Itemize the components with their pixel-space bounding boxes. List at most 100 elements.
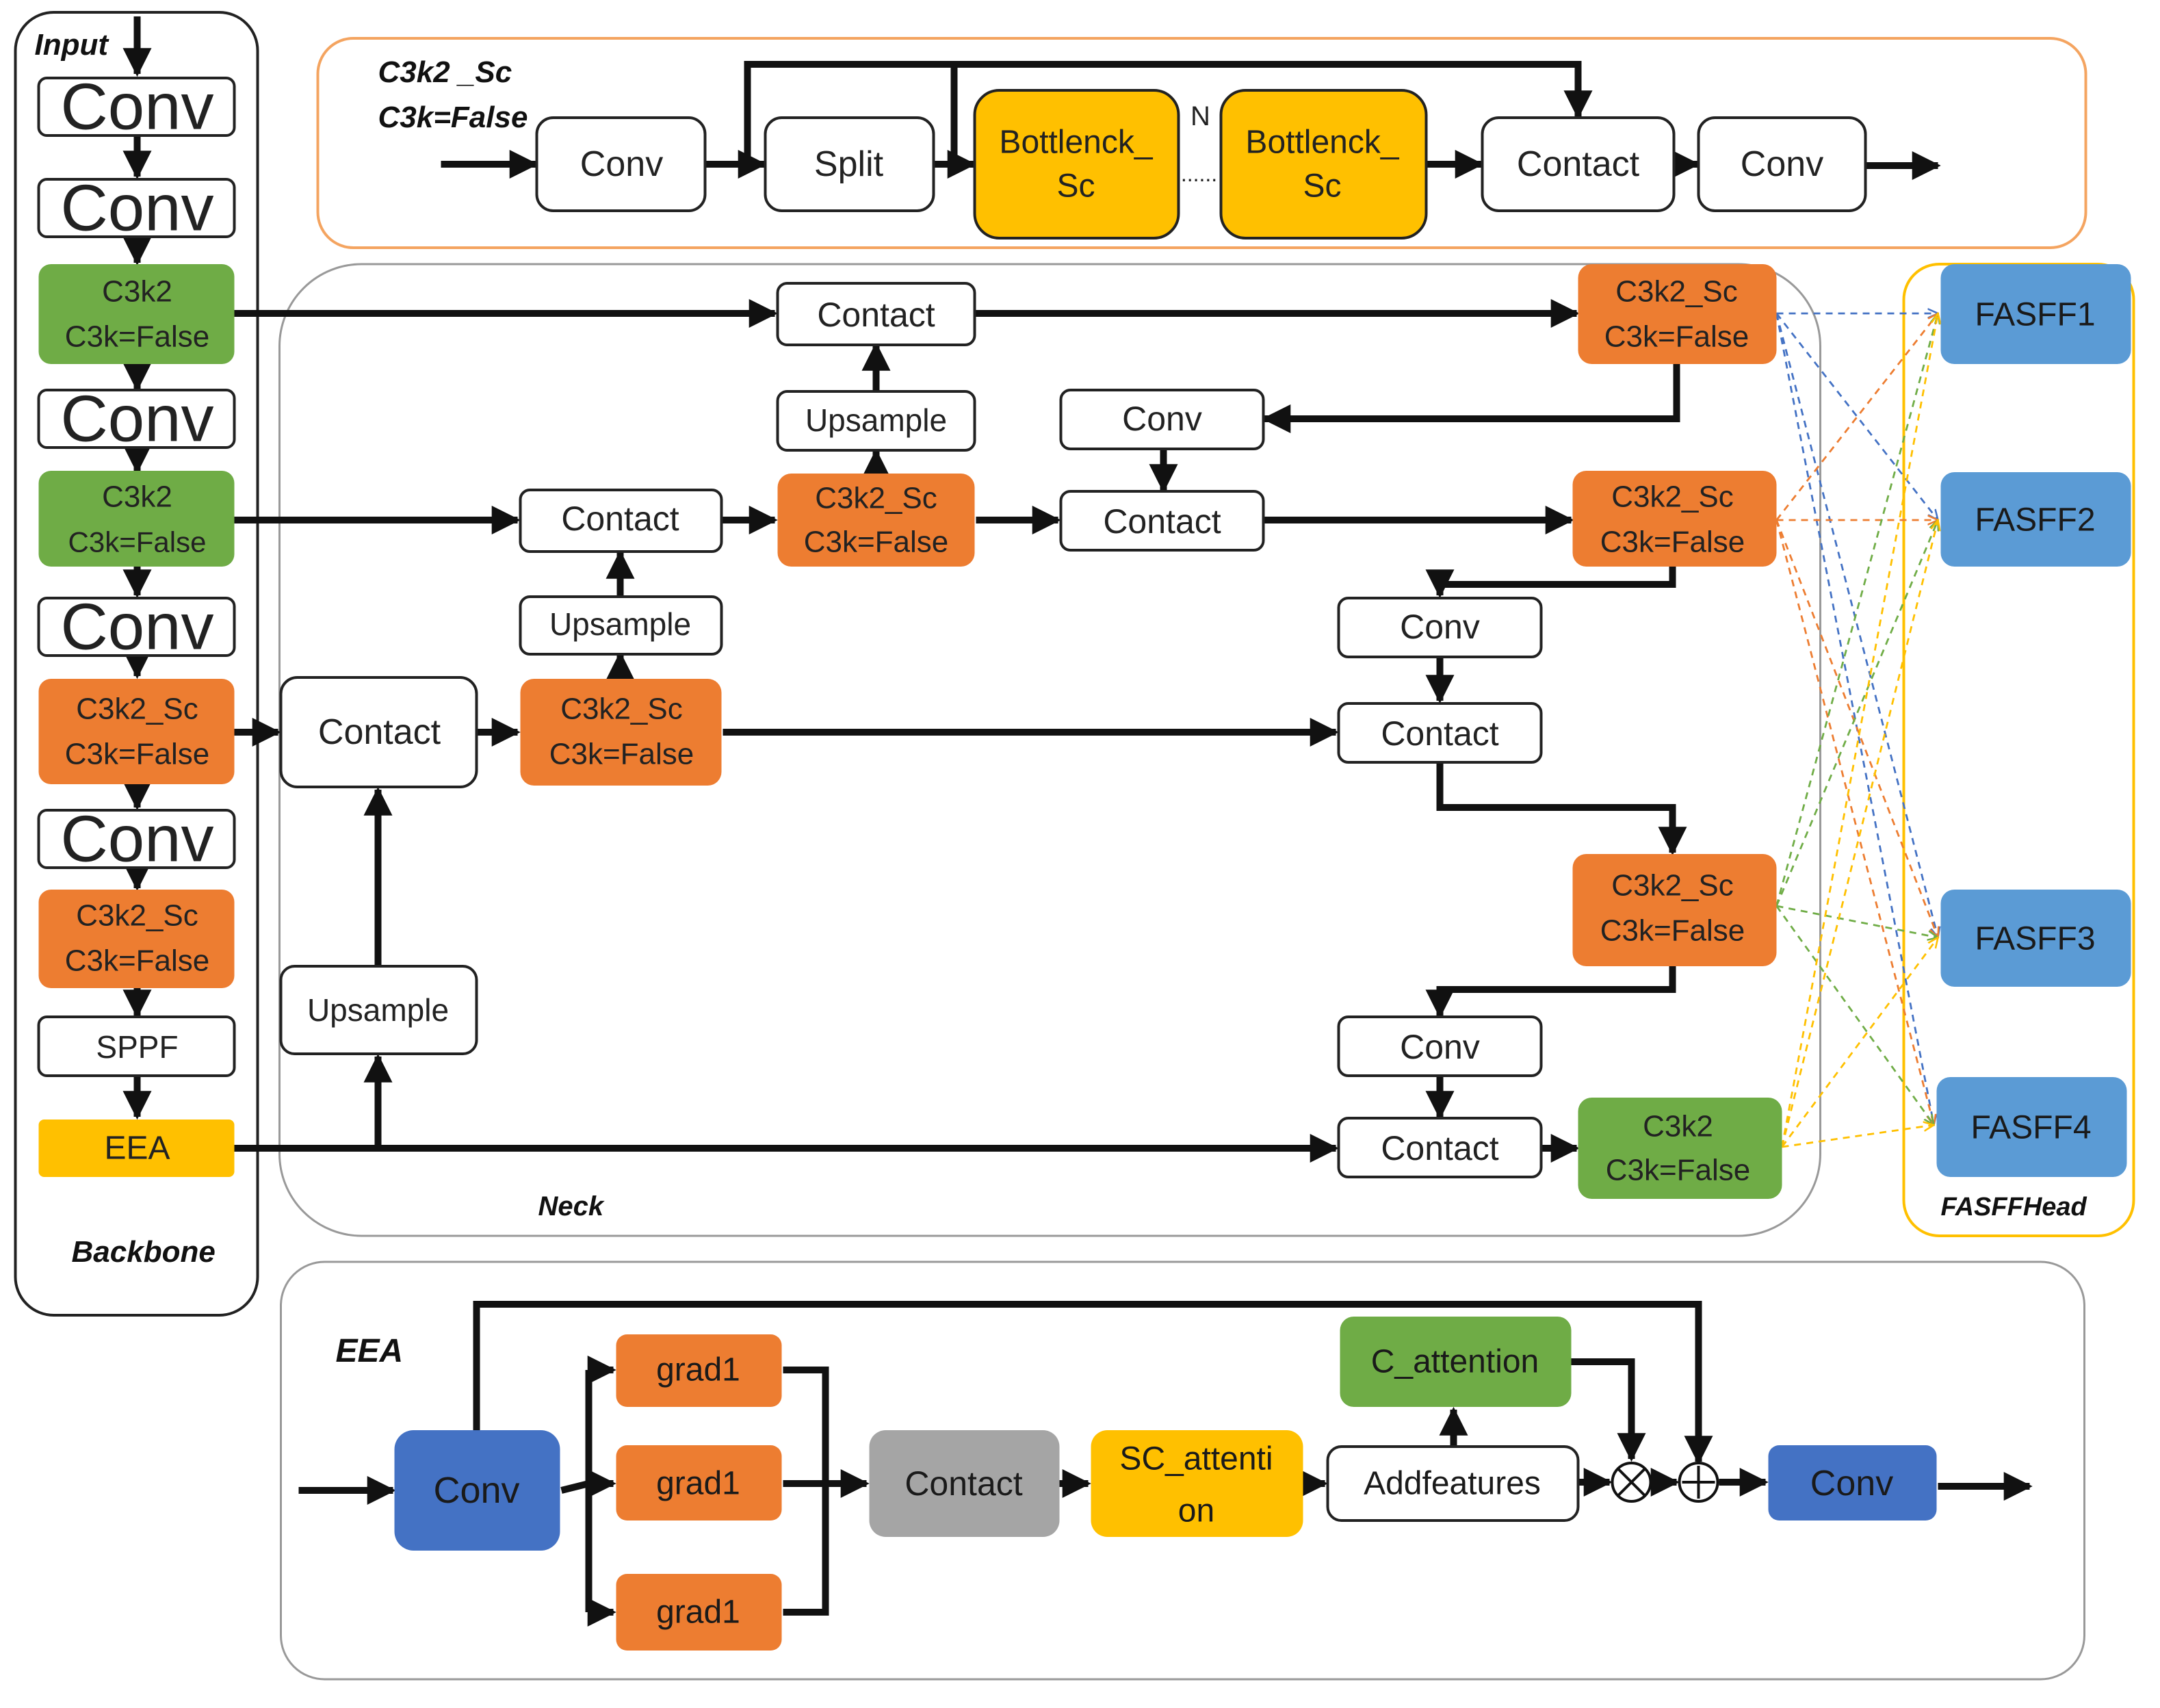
bb-c3k2sc-1: C3k2_Sc C3k=False — [38, 679, 235, 784]
fasff-4-label: FASFF4 — [1970, 1110, 2091, 1146]
nk-c3k2sc-a-line2: C3k=False — [804, 526, 949, 559]
dash-out1-fasff2 — [1775, 313, 1938, 520]
eea-sc-attention-line2: on — [1178, 1493, 1214, 1529]
bb-c3k2-1: C3k2 C3k=False — [38, 264, 235, 364]
fasff-4: FASFF4 — [1936, 1077, 2127, 1177]
section-titles: Input Backbone C3k2 _Sc C3k=False Neck F… — [35, 28, 2087, 1369]
nk-out-3-line1: C3k2_Sc — [1611, 869, 1734, 903]
bb-c3k2sc-2-line2: C3k=False — [65, 944, 210, 978]
arrow-top-skip1 — [744, 61, 1593, 164]
eea-conv-in: Conv — [394, 1430, 560, 1551]
c3k2sc-title-line2: C3k=False — [378, 101, 528, 134]
nk-conv-r3: Conv — [1337, 1015, 1543, 1077]
nk-conv-r2-label: Conv — [1400, 608, 1480, 646]
dash-out3-fasff1 — [1775, 313, 1938, 907]
eea-sc-attention-line1: SC_attenti — [1119, 1441, 1273, 1477]
eea-c-attention-label: C_attention — [1371, 1344, 1539, 1380]
backbone-title: Backbone — [72, 1235, 216, 1269]
top-bottleneck-1: Bottlenck_ Sc — [973, 89, 1180, 240]
eea-c-attention: C_attention — [1340, 1317, 1572, 1407]
nk-c3k2sc-b: C3k2_Sc C3k=False — [520, 679, 722, 786]
arrow-eea-branch-trunk — [560, 1480, 590, 1494]
bb-conv-5: Conv — [37, 803, 236, 876]
nk-c3k2sc-a: C3k2_Sc C3k=False — [777, 474, 975, 567]
backbone-nodes: Conv Conv C3k2 C3k=False Conv C3k2 C3k=F… — [37, 70, 236, 1177]
fasff-2-label: FASFF2 — [1975, 502, 2095, 539]
top-conv-2-label: Conv — [1741, 144, 1823, 184]
bb-conv-1-label: Conv — [60, 70, 213, 144]
nk-contact-r2: Contact — [1337, 702, 1543, 764]
top-conv-2: Conv — [1697, 116, 1867, 212]
eea-grad1-a: grad1 — [616, 1334, 782, 1407]
dash-out3-fasff3 — [1776, 905, 1938, 937]
bb-conv-2: Conv — [37, 172, 236, 245]
nk-upsample-c: Upsample — [279, 965, 478, 1055]
bb-c3k2-2-line2: C3k=False — [68, 526, 207, 558]
nk-out-4-line1: C3k2 — [1643, 1110, 1713, 1143]
dash-out3-fasff2 — [1775, 520, 1938, 907]
arrow-out2-to-conv-r2 — [1425, 565, 1676, 599]
dash-out2-fasff4 — [1775, 519, 1934, 1125]
nk-out-1-line2: C3k=False — [1604, 320, 1749, 354]
c3k2sc-module-nodes: Conv Split Bottlenck_ Sc N ...... Bottle… — [535, 89, 1867, 240]
nk-conv-r1: Conv — [1059, 389, 1265, 450]
add-icon — [1678, 1462, 1719, 1503]
backbone-input-label: Input — [35, 28, 110, 62]
connectors — [122, 16, 2033, 1627]
top-bottleneck-2: Bottlenck_ Sc — [1219, 89, 1428, 240]
top-bottleneck-2-line1: Bottlenck_ — [1245, 125, 1399, 161]
eea-contact: Contact — [869, 1430, 1060, 1537]
nk-contact-b: Contact — [519, 489, 723, 553]
nk-contact-r3-label: Contact — [1381, 1129, 1498, 1167]
eea-grad1-b: grad1 — [616, 1445, 782, 1521]
top-bottleneck-1-line2: Sc — [1056, 168, 1095, 205]
nk-out-3-line2: C3k=False — [1600, 914, 1745, 948]
backbone-panel — [14, 11, 259, 1317]
panels — [14, 11, 2135, 1681]
nk-contact-a: Contact — [776, 282, 976, 346]
nk-contact-r3: Contact — [1337, 1117, 1543, 1178]
bb-conv-2-label: Conv — [60, 172, 213, 245]
nk-upsample-b-label: Upsample — [549, 606, 691, 642]
dash-out2-fasff1 — [1775, 313, 1938, 521]
bb-conv-4-label: Conv — [60, 591, 213, 664]
nk-out-4-line2: C3k=False — [1606, 1154, 1751, 1187]
c3k2sc-panel — [316, 37, 2087, 249]
nk-conv-r3-label: Conv — [1400, 1028, 1480, 1066]
eea-panel — [280, 1260, 2085, 1681]
eea-conv-out: Conv — [1768, 1445, 1937, 1521]
nk-contact-r1-label: Contact — [1103, 502, 1221, 541]
fasff-2: FASFF2 — [1940, 472, 2131, 567]
c3k2sc-title-line1: C3k2 _Sc — [378, 55, 512, 89]
bb-eea-label: EEA — [104, 1130, 170, 1167]
arrow-contact-r2-to-out3 — [1436, 762, 1687, 856]
bb-conv-4: Conv — [37, 591, 236, 664]
neck-panel — [278, 263, 1821, 1237]
eea-addfeatures-label: Addfeatures — [1364, 1466, 1541, 1502]
top-n-label: N — [1190, 101, 1210, 131]
bb-c3k2sc-1-line1: C3k2_Sc — [76, 693, 198, 726]
eea-grad1-c: grad1 — [616, 1574, 782, 1651]
bb-sppf-label: SPPF — [96, 1029, 178, 1065]
nk-upsample-c-label: Upsample — [307, 992, 449, 1028]
nk-contact-c: Contact — [279, 676, 478, 788]
fasff-3-label: FASFF3 — [1975, 921, 2095, 957]
bb-c3k2-1-line2: C3k=False — [65, 320, 210, 354]
dash-out4-fasff1 — [1781, 313, 1938, 1148]
dash-out4-fasff2 — [1781, 520, 1938, 1148]
nk-upsample-a-label: Upsample — [805, 402, 947, 438]
eea-sc-attention: SC_attenti on — [1091, 1430, 1303, 1537]
top-bottleneck-1-line1: Bottlenck_ — [999, 125, 1153, 161]
arrow-eea-skip — [473, 1301, 1713, 1465]
nk-out-2-line1: C3k2_Sc — [1611, 480, 1734, 514]
fasff-1-label: FASFF1 — [1975, 297, 2095, 333]
eea-grad1-a-label: grad1 — [656, 1352, 740, 1388]
dash-out3-fasff4 — [1775, 905, 1934, 1125]
top-contact-label: Contact — [1517, 144, 1640, 184]
nk-out-4: C3k2 C3k=False — [1578, 1098, 1782, 1199]
nk-conv-r1-label: Conv — [1122, 400, 1202, 438]
bb-c3k2-1-line1: C3k2 — [102, 275, 172, 309]
nk-out-3: C3k2_Sc C3k=False — [1572, 854, 1777, 966]
eea-module-nodes: Conv grad1 grad1 grad1 Contact SC_attent… — [394, 1317, 1937, 1651]
top-contact: Contact — [1481, 116, 1676, 212]
